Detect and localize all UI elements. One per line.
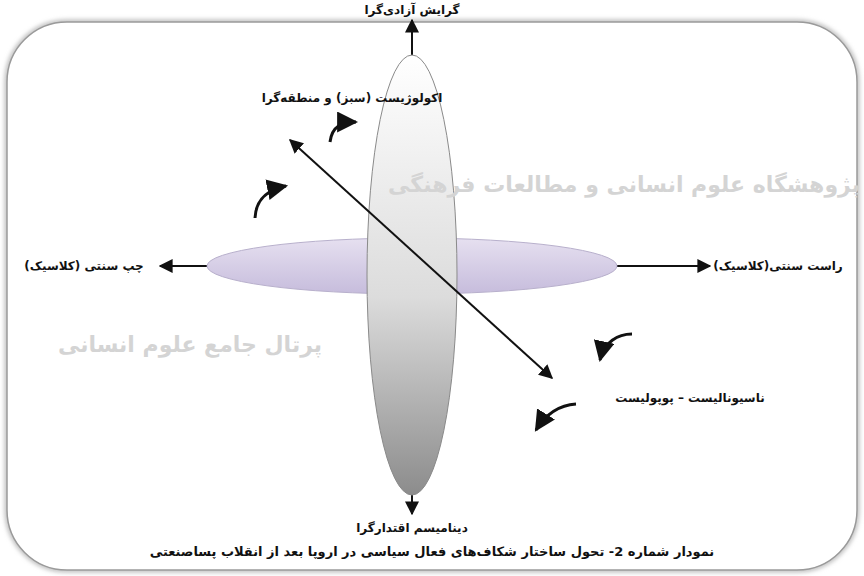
axis-label: دینامیسم اقتدارگرا [356,521,468,535]
watermark: پرتال جامع علوم انسانی [58,332,322,358]
axis-arrow [160,265,207,267]
axis-label: اکولوژیست (سبز) و منطقه‌گرا [262,91,443,105]
axis-label: گرایش آزادی‌گرا [364,3,459,17]
curved-arrow [600,334,632,360]
frame [7,22,857,570]
axis-arrow [411,20,413,60]
curved-arrow [255,186,286,218]
axis-label: راست سنتی(کلاسیک) [713,259,843,273]
figure-caption: نمودار شماره 2- تحول ساختار شکاف‌های فعا… [150,544,715,560]
axis-label: چپ سنتی (کلاسیک) [24,259,144,273]
axis-label: ناسیونالیست – پوپولیست [615,391,764,405]
watermark: پژوهشگاه علوم انسانی و مطالعات فرهنگی [388,172,860,198]
axis-arrow [617,265,710,267]
curved-arrow [536,404,576,430]
curved-arrow [330,122,356,142]
vertical-ellipse [367,55,457,495]
frame-shadow [7,22,857,570]
